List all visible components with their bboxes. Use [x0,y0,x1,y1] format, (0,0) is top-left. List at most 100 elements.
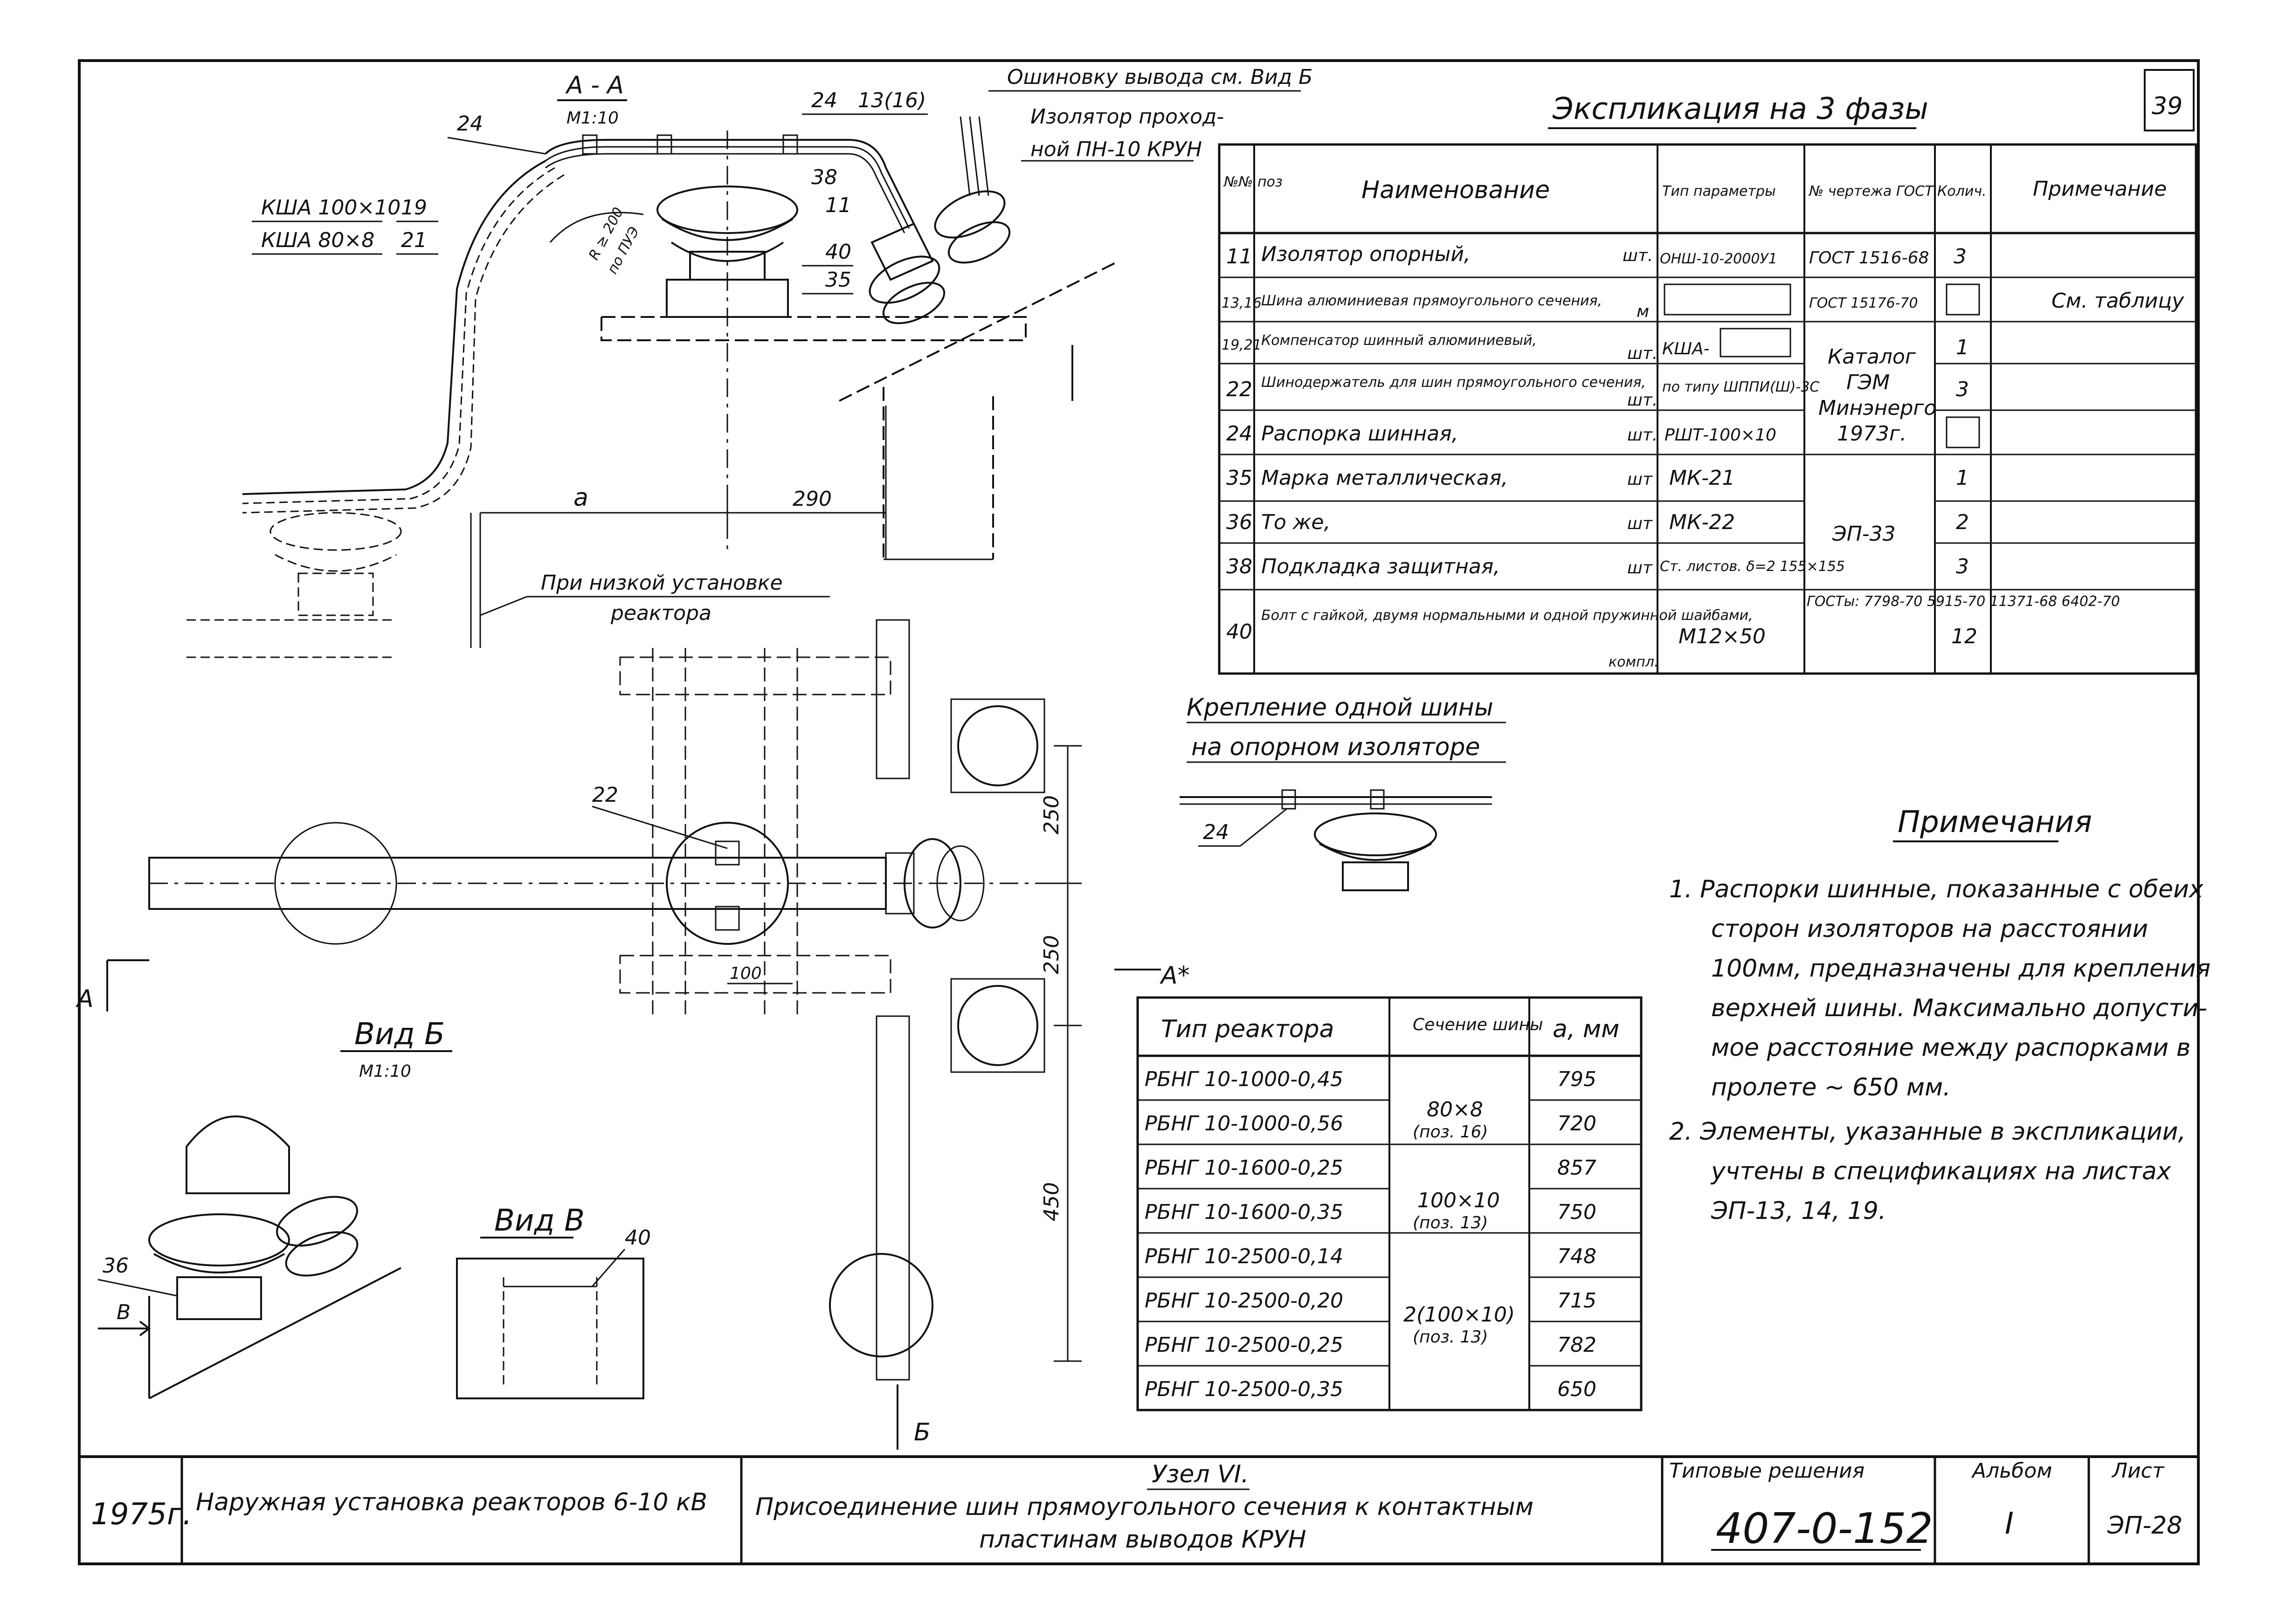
expl-name: То же, [1261,510,1330,534]
explication-title: Экспликация на 3 фазы [1552,92,1928,126]
view-b-title: Вид Б [354,1017,445,1052]
catalog-line-1: Каталог [1828,345,1916,369]
reactor-row-type: РБНГ 10-2500-0,25 [1145,1333,1343,1357]
low-insulator [186,512,402,658]
dim-290: 290 [793,487,832,511]
section-group-1-pos: (поз. 16) [1413,1122,1488,1142]
compensator-label-2: КША 80×8 [261,228,374,252]
reactor-row-type: РБНГ 10-2500-0,14 [1145,1245,1343,1268]
expl-qty: 3 [1956,555,1969,578]
expl-qty: 1 [1956,466,1969,490]
reactor-row-type: РБНГ 10-1600-0,35 [1145,1200,1343,1224]
insulator-note-2: ной ПН-10 КРУН [1030,138,1202,161]
section-group-1: 80×8 [1427,1098,1483,1122]
title-sheet-label: Лист [2111,1459,2165,1483]
note-line: мое расстояние между распорками в [1711,1034,2190,1062]
insulator-note-1: Изолятор проход- [1030,105,1224,129]
title-year: 1975г. [91,1497,192,1532]
title-album-label: Альбом [1971,1459,2052,1483]
expl-qty: 12 [1951,625,1977,648]
page-number: 39 [2152,92,2182,120]
expl-gost: ГОСТ 15176-70 [1809,295,1918,311]
label-35: 35 [825,268,851,292]
single-bus-detail: Крепление одной шины на опорном изолятор… [1180,694,1506,891]
expl-gost: ГОСТ 1516-68 [1809,248,1929,268]
mark-a-right: А* [1160,962,1190,990]
expl-name: Марка металлическая, [1261,466,1508,490]
expl-name: Подкладка защитная, [1261,555,1500,578]
expl-pos: 40 [1226,620,1252,644]
dim-450: 450 [1040,1182,1064,1221]
expl-name: Распорка шинная, [1261,422,1458,446]
busbar-note: Ошиновку вывода см. Вид Б [1007,65,1312,89]
reactor-row-type: РБНГ 10-2500-0,20 [1145,1289,1343,1313]
label-40: 40 [825,240,851,264]
section-aa-scale: М1:10 [566,109,619,128]
expl-row: 13,16 Шина алюминиевая прямоугольного се… [1222,283,2184,321]
expl-header-note: Примечание [2033,177,2167,201]
note-line: верхней шины. Максимально допусти- [1711,994,2207,1022]
note-line: 1. Распорки шинные, показанные с обеих [1669,875,2204,903]
note-line: ЭП-13, 14, 19. [1711,1197,1886,1225]
expl-type: М12×50 [1678,625,1766,648]
dim-250a: 250 [1040,795,1064,834]
reactor-row-type: РБНГ 10-1000-0,45 [1145,1067,1343,1091]
page-number-box [2144,69,2195,131]
notes-title: Примечания [1898,805,2092,840]
expl-unit: м [1637,302,1649,321]
label-40-view-v: 40 [625,1226,651,1250]
reactor-row-a: 748 [1557,1245,1596,1268]
compensator-label-1: КША 100×10 [261,196,401,220]
reactor-header-section: Сечение шины [1413,1015,1543,1034]
catalog-line-4: 1973г. [1837,422,1906,446]
expl-qty: 3 [1956,378,1969,401]
expl-type: РШТ-100×10 [1664,426,1776,445]
explication-table: Экспликация на 3 фазы №№ поз Наименовани… [1218,92,2197,675]
title-sheet-value: ЭП-28 [2107,1512,2182,1540]
label-19: 19 [401,196,427,220]
note-line: сторон изоляторов на расстоянии [1711,915,2148,943]
expl-pos: 11 [1226,245,1252,268]
single-bus-title-2: на опорном изоляторе [1191,733,1480,761]
label-36: 36 [103,1254,129,1278]
reactor-row-a: 720 [1557,1112,1596,1135]
note-line: 100мм, предназначены для крепления [1711,955,2210,983]
expl-header-gost: № чертежа ГОСТ [1808,183,1934,200]
reactor-row-a: 715 [1557,1289,1596,1313]
expl-name: Шина алюминиевая прямоугольного сечения, [1261,293,1602,309]
note-line: пролете ~ 650 мм. [1711,1073,1951,1101]
reactor-row-a: 750 [1557,1200,1596,1224]
expl-row: 36 То же, шт МК-22 ЭП-33 2 [1226,510,1969,546]
expl-type: КША- [1662,339,1710,358]
section-group-2-pos: (поз. 13) [1413,1213,1488,1232]
expl-note: См. таблицу [2051,289,2184,313]
title-album-value: I [2005,1507,2014,1541]
expl-pos: 22 [1226,378,1252,401]
label-13-16: 13(16) [858,89,926,112]
expl-row: 22 Шинодержатель для шин прямоугольного … [1226,374,1969,410]
mark-b-bottom: Б [914,1418,931,1446]
expl-row: 19,21 Компенсатор шинный алюминиевый, шт… [1222,328,1969,363]
reactor-row-a: 782 [1557,1333,1596,1357]
section-group-3-pos: (поз. 13) [1413,1328,1488,1347]
reactor-row-a: 857 [1557,1156,1596,1180]
expl-pos: 38 [1226,555,1252,578]
reactor-row-type: РБНГ 10-2500-0,35 [1145,1377,1343,1401]
dim-250b: 250 [1040,935,1064,974]
section-group-3: 2(100×10) [1403,1303,1515,1327]
label-b-arrow: В [117,1301,131,1324]
expl-type: Ст. листов. δ=2 155×155 [1660,558,1845,575]
expl-name: Изолятор опорный, [1261,242,1471,266]
title-typical-value: 407-0-152 [1716,1504,1933,1553]
view-v: Вид В 40 [456,1204,651,1399]
expl-unit: компл. [1609,654,1658,670]
expl-name: Болт с гайкой, двумя нормальными и одной… [1261,607,1753,624]
expl-qty: 1 [1956,336,1969,359]
expl-pos: 24 [1226,422,1252,446]
support-insulator-11 [656,131,798,550]
expl-pos: 35 [1226,466,1252,490]
expl-unit: шт. [1627,426,1658,445]
label-22: 22 [592,783,618,807]
dim-a: а [573,484,588,512]
busbar-top [545,139,915,224]
